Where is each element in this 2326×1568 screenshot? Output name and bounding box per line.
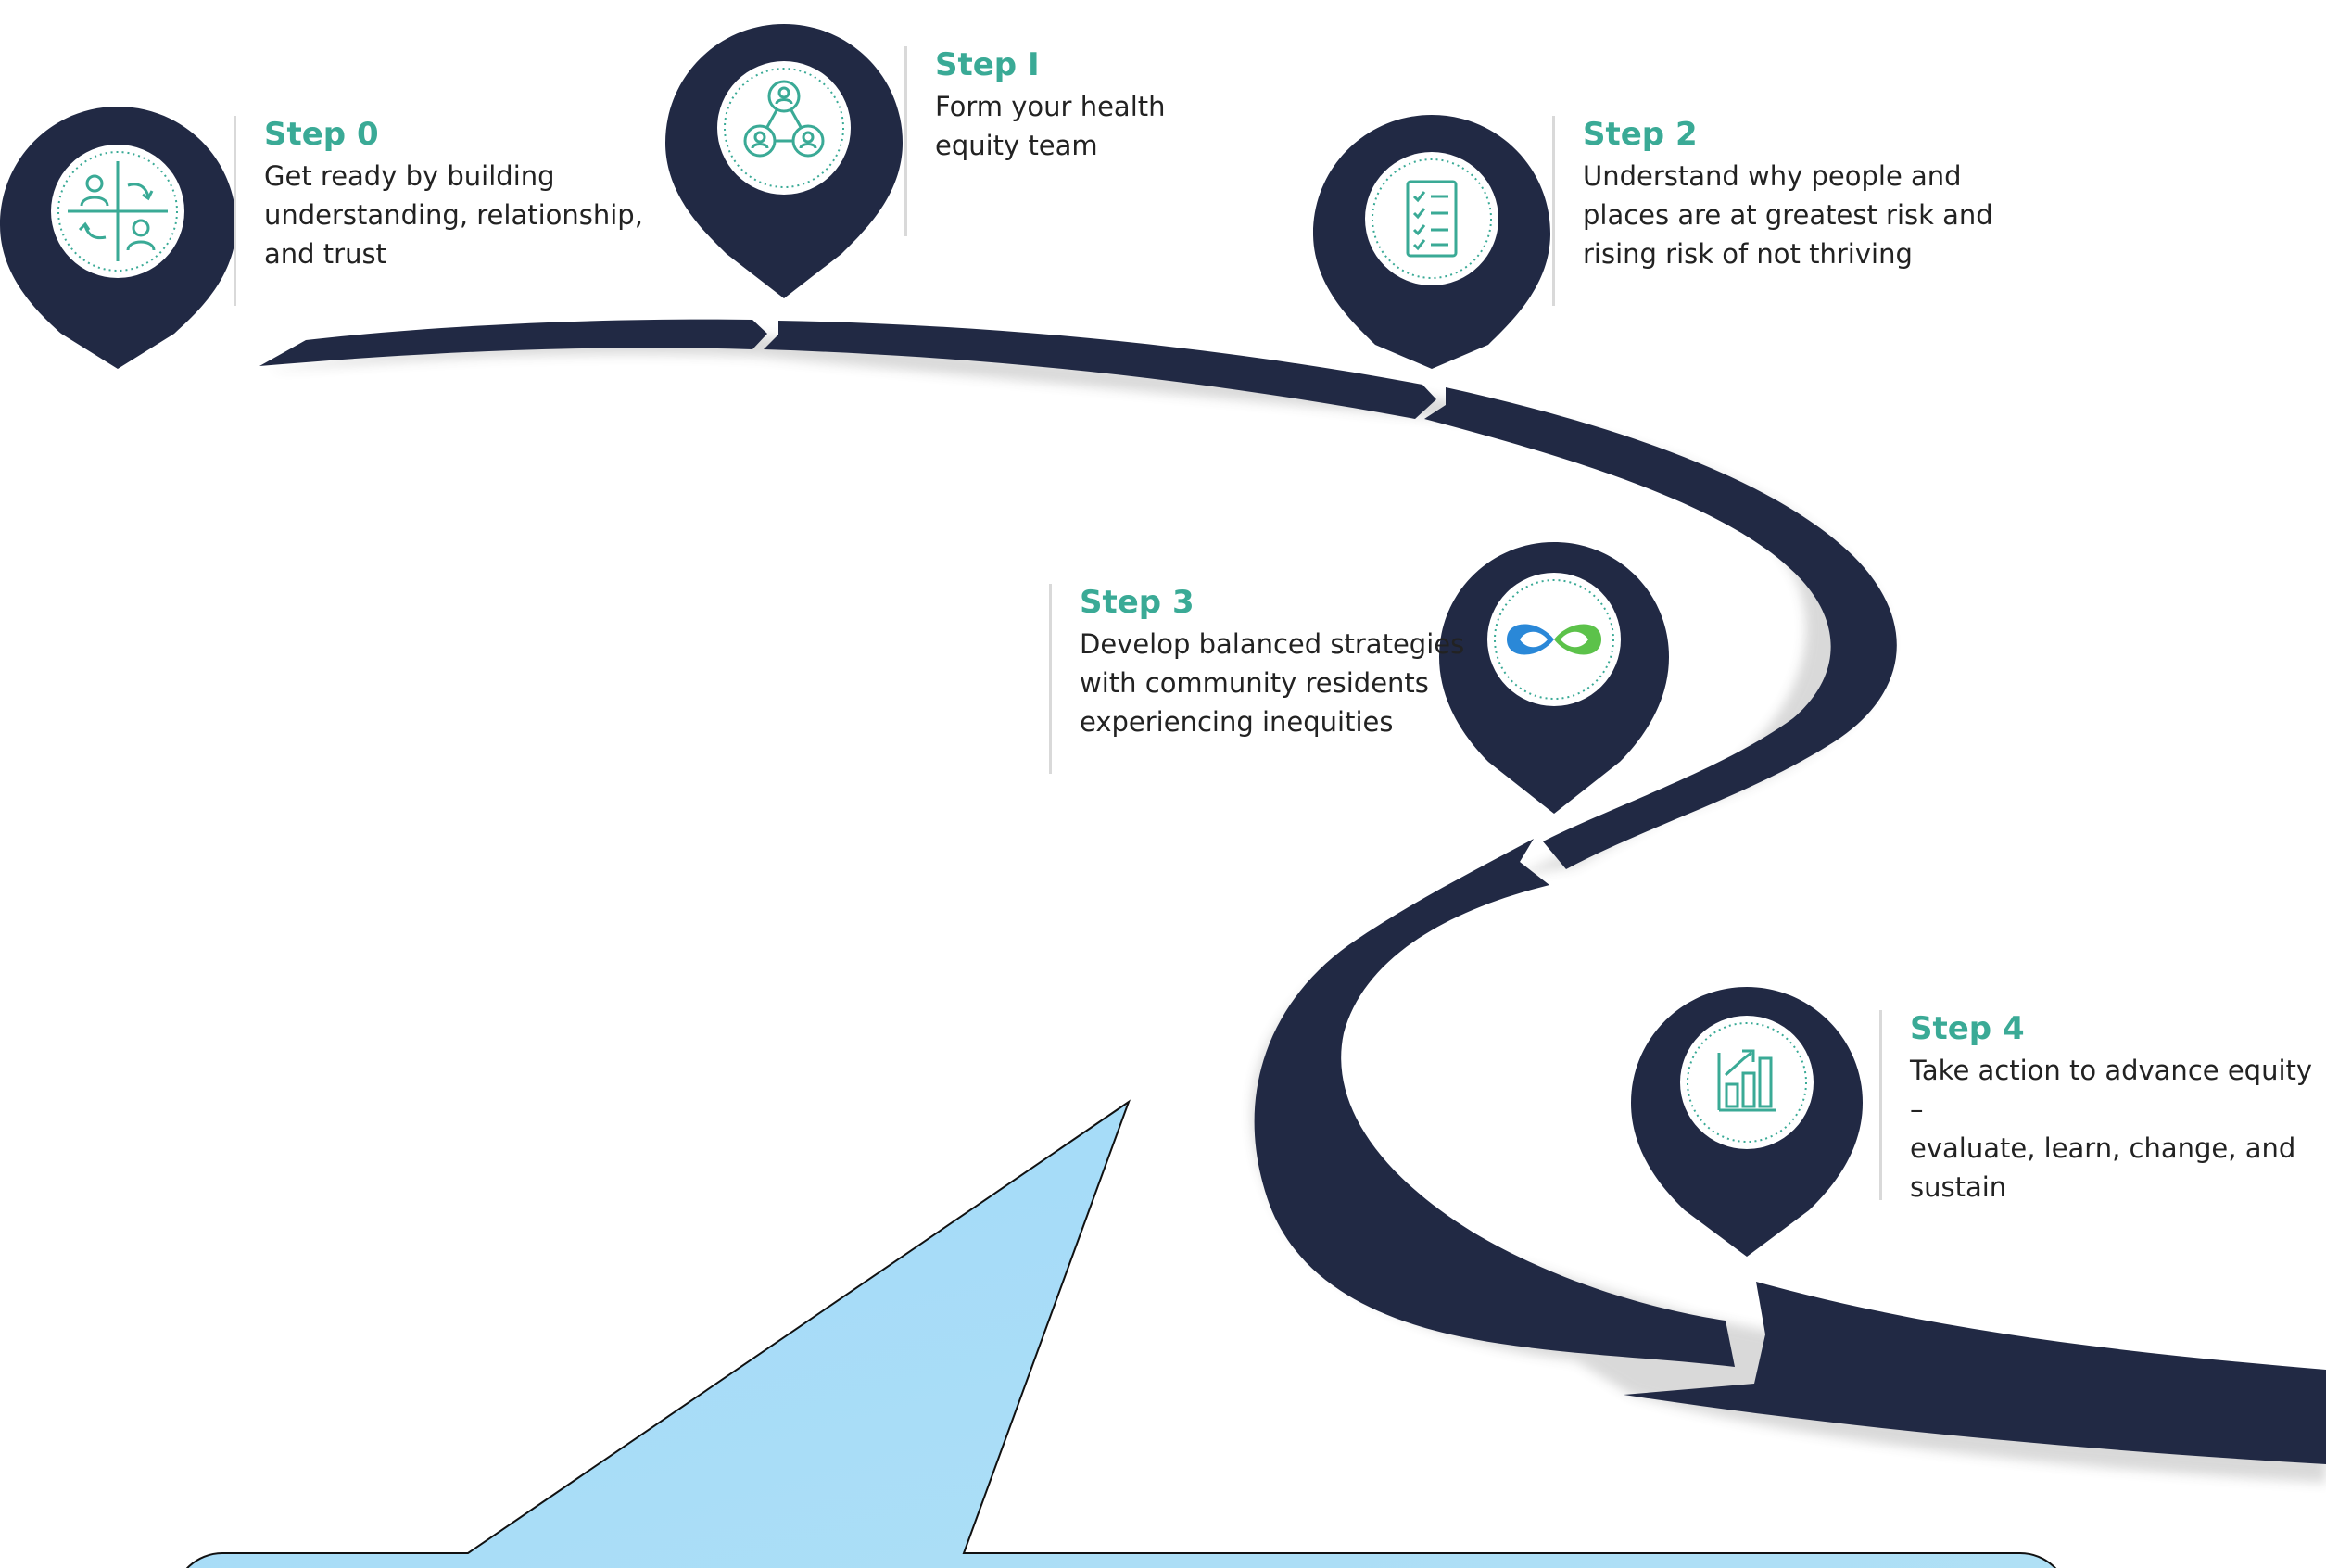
road-segment-4 xyxy=(1254,839,1735,1367)
infinity-icon xyxy=(1507,624,1601,655)
step-2-text: Step 2 Understand why people and places … xyxy=(1552,116,1993,306)
road-segment-3 xyxy=(1424,387,1897,869)
step-0-text: Step 0 Get ready by building understandi… xyxy=(234,116,643,306)
step-4-desc-line-2: evaluate, learn, change, and xyxy=(1910,1132,2296,1164)
step-1-title: Step I xyxy=(935,46,1040,83)
step-3-pin xyxy=(1439,542,1669,814)
step-2-desc-line-1: Understand why people and xyxy=(1583,160,1962,192)
step-3-text: Step 3 Develop balanced strategies with … xyxy=(1049,584,1464,774)
step-0-desc-line-1: Get ready by building xyxy=(264,160,555,192)
checklist-icon xyxy=(1406,180,1458,258)
step-0-title: Step 0 xyxy=(264,116,379,153)
step-2-pin xyxy=(1313,115,1550,369)
people-cycle-icon xyxy=(68,161,168,261)
road-segment-5 xyxy=(1624,1282,2326,1464)
step-4-pin xyxy=(1631,987,1863,1257)
step-0-desc-line-3: and trust xyxy=(264,238,386,270)
bar-chart-growth-icon xyxy=(1717,1049,1776,1112)
road-shadow xyxy=(269,334,2326,1483)
step-2-desc-line-2: places are at greatest risk and xyxy=(1583,199,1993,231)
step-4-text: Step 4 Take action to advance equity – e… xyxy=(1879,1010,2326,1203)
step-0-desc-line-2: understanding, relationship, xyxy=(264,199,643,231)
step-4-desc-line-1: Take action to advance equity – xyxy=(1910,1055,2313,1125)
step-2-title: Step 2 xyxy=(1583,116,1698,153)
team-network-icon xyxy=(743,80,825,158)
step-1-desc-line-2: equity team xyxy=(935,130,1098,161)
road-path xyxy=(259,319,2326,1464)
step-3-title: Step 3 xyxy=(1080,584,1195,621)
step-4-title: Step 4 xyxy=(1910,1010,2025,1047)
step-2-desc-line-3: rising risk of not thriving xyxy=(1583,238,1913,270)
step-1-desc-line-1: Form your health xyxy=(935,91,1166,122)
road-segment-2 xyxy=(764,321,1436,419)
step-1-text: Step I Form your health equity team xyxy=(904,46,1166,236)
step-3-desc-line-3: experiencing inequities xyxy=(1080,706,1394,738)
step-4-desc-line-3: sustain xyxy=(1910,1171,2007,1203)
callout-bubble xyxy=(186,1099,2056,1568)
step-3-desc-line-2: with community residents xyxy=(1080,667,1429,699)
step-0-pin xyxy=(0,107,236,369)
step-3-desc-line-1: Develop balanced strategies xyxy=(1080,628,1465,660)
step-1-pin xyxy=(665,24,903,298)
road-segment-1 xyxy=(259,319,767,366)
speech-callout xyxy=(186,1099,2056,1568)
